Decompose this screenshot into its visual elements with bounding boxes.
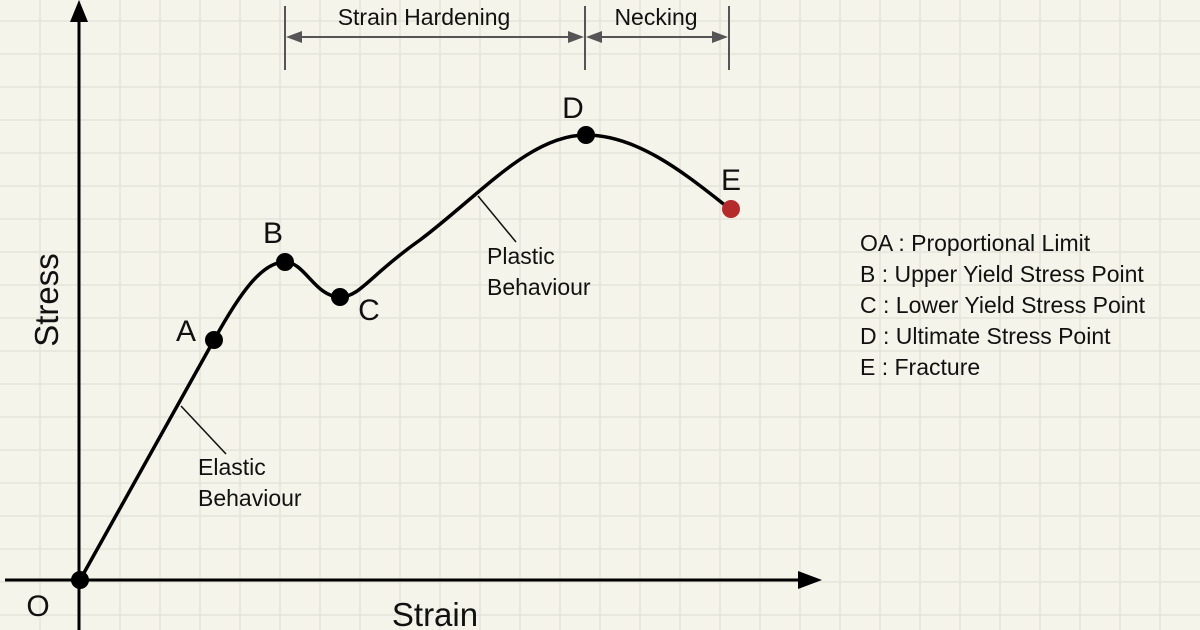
point-o-marker [71, 571, 89, 589]
plastic-leader [477, 195, 517, 243]
x-axis-arrow-icon [798, 571, 822, 589]
plastic-annotation-line2: Behaviour [487, 274, 591, 300]
point-b-marker [276, 253, 294, 271]
legend-item: E : Fracture [860, 354, 981, 380]
legend-item: C : Lower Yield Stress Point [860, 292, 1146, 318]
y-axis-arrow-icon [70, 0, 88, 22]
point-a-label: A [176, 315, 196, 348]
y-axis-label: Stress [28, 253, 65, 347]
region-label: Necking [614, 4, 697, 30]
arrow-left-icon [286, 31, 302, 43]
point-c-label: C [358, 294, 380, 327]
legend-item: D : Ultimate Stress Point [860, 323, 1111, 349]
legend: OA : Proportional Limit B : Upper Yield … [860, 228, 1145, 383]
point-d-label: D [562, 92, 584, 125]
x-axis-label: Strain [392, 596, 478, 630]
region-strain-hardening: Strain Hardening [284, 4, 586, 70]
point-d-marker [577, 126, 595, 144]
point-b-label: B [263, 217, 283, 250]
region-label: Strain Hardening [338, 4, 511, 30]
point-e-label: E [721, 164, 741, 197]
point-a-marker [205, 331, 223, 349]
stress-strain-curve [78, 133, 732, 582]
elastic-annotation-line1: Elastic [198, 454, 266, 480]
region-necking: Necking [586, 4, 730, 70]
legend-item: B : Upper Yield Stress Point [860, 261, 1144, 287]
point-c-marker [331, 288, 349, 306]
arrow-right-icon [568, 31, 584, 43]
plastic-annotation-line1: Plastic [487, 243, 555, 269]
arrow-left-icon [586, 31, 602, 43]
elastic-leader [180, 405, 227, 455]
legend-item: OA : Proportional Limit [860, 230, 1091, 256]
arrow-right-icon [712, 31, 728, 43]
elastic-annotation-line2: Behaviour [198, 485, 302, 511]
point-e-marker [722, 200, 740, 218]
origin-label: O [26, 590, 49, 623]
